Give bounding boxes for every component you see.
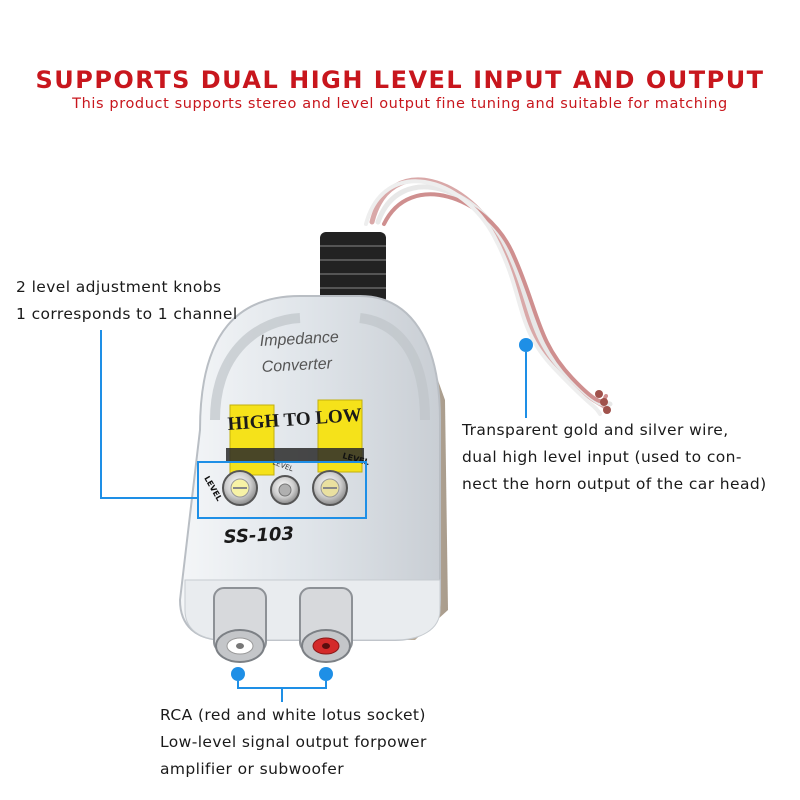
device-label-line1: Impedance bbox=[259, 329, 339, 350]
wire-bundle bbox=[364, 177, 613, 416]
wire-callout-dot bbox=[519, 338, 533, 352]
device-label-line2: Converter bbox=[261, 355, 333, 376]
strain-relief bbox=[320, 232, 386, 304]
rca-socket-red[interactable] bbox=[299, 587, 353, 663]
wire-callout-line-2: dual high level input (used to con- bbox=[462, 448, 742, 466]
pot-left bbox=[229, 404, 275, 476]
rca-callout-line bbox=[237, 681, 327, 702]
rca-callout-line-3: amplifier or subwoofer bbox=[160, 760, 344, 778]
level-knob-right[interactable] bbox=[312, 470, 348, 506]
wire-callout-line-1: Transparent gold and silver wire, bbox=[462, 421, 729, 439]
rca-callout-text: RCA (red and white lotus socket) Low-lev… bbox=[160, 702, 427, 783]
knobs-callout-line-1: 2 level adjustment knobs bbox=[16, 278, 222, 296]
knobs-callout-line bbox=[100, 330, 198, 499]
rca-callout-dot-right bbox=[319, 667, 333, 681]
level-knob-left[interactable] bbox=[222, 470, 258, 506]
subheadline: This product supports stereo and level o… bbox=[72, 96, 728, 112]
rca-callout-line-1: RCA (red and white lotus socket) bbox=[160, 706, 426, 724]
model-number: SS-103 bbox=[223, 523, 294, 548]
knob-highlight-box bbox=[197, 461, 367, 519]
rca-socket-white[interactable] bbox=[213, 587, 267, 663]
wire-callout-text: Transparent gold and silver wire, dual h… bbox=[462, 417, 767, 498]
knobs-callout-text: 2 level adjustment knobs 1 corresponds t… bbox=[16, 274, 238, 328]
headline: SUPPORTS DUAL HIGH LEVEL INPUT AND OUTPU… bbox=[35, 66, 765, 94]
wire-callout-line-3: nect the horn output of the car head) bbox=[462, 475, 767, 493]
rca-callout-line-2: Low-level signal output forpower bbox=[160, 733, 427, 751]
center-screw bbox=[270, 475, 300, 505]
knobs-callout-line-2: 1 corresponds to 1 channel bbox=[16, 305, 238, 323]
rca-callout-dot-left bbox=[231, 667, 245, 681]
